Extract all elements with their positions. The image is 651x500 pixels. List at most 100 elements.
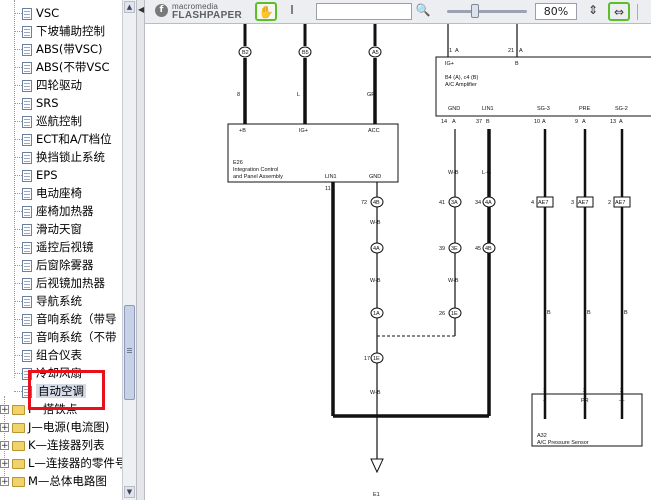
tree-item-cooling-fan[interactable]: 冷却风扇 xyxy=(14,364,82,382)
tree-item-cruise-control[interactable]: 巡航控制 xyxy=(14,112,82,130)
tree-item-vsc[interactable]: VSC xyxy=(14,4,59,22)
tree-item-label: 巡航控制 xyxy=(36,114,82,128)
wire-color-label: W-B xyxy=(370,278,381,284)
page-icon xyxy=(22,349,32,362)
tree-item-label: VSC xyxy=(36,6,60,20)
connector-label: AE7 xyxy=(578,200,588,206)
amp-out-name: SG-2 xyxy=(615,106,628,112)
scrollbar-thumb[interactable] xyxy=(124,305,135,400)
amp-pin-letter: A xyxy=(455,48,459,54)
tree-folder-power-source[interactable]: +J—电源(电流图) xyxy=(0,418,109,436)
splice-number: 39 xyxy=(439,246,445,252)
tree-item-rear-defogger[interactable]: 后窗除雾器 xyxy=(14,256,94,274)
tree-item-eps[interactable]: EPS xyxy=(14,166,58,184)
collapse-left-icon[interactable]: ◀ xyxy=(138,5,145,14)
tree-item-abs-without-vsc[interactable]: ABS(不带VSC xyxy=(14,58,110,76)
tree-item-srs[interactable]: SRS xyxy=(14,94,59,112)
tree-item-mirror-heater[interactable]: 后视镜加热器 xyxy=(14,274,105,292)
splice-circle xyxy=(448,242,462,254)
page-icon xyxy=(22,133,32,146)
a32-pin-name: — xyxy=(619,398,625,404)
splice-number: 17 xyxy=(364,356,370,362)
page-icon xyxy=(22,151,32,164)
tree-folder-part-numbers[interactable]: +L—连接器的零件号 xyxy=(0,454,122,472)
tree-folder-overall-wiring[interactable]: +M—总体电路图 xyxy=(0,472,107,490)
tree-item-audio-without-nav[interactable]: 音响系统（不带 xyxy=(14,328,117,346)
tree-item-4wd[interactable]: 四轮驱动 xyxy=(14,76,82,94)
tree-item-navigation[interactable]: 导航系统 xyxy=(14,292,82,310)
connector-label: AE7 xyxy=(615,200,625,206)
find-button[interactable]: 🔍 xyxy=(415,2,431,21)
find-input[interactable] xyxy=(316,3,412,20)
tree-item-label-selected: 自动空调 xyxy=(36,384,86,398)
tree-folder-connector-list[interactable]: +K—连接器列表 xyxy=(0,436,105,454)
a32-ref: A32 xyxy=(537,433,547,439)
tree-item-label: 滑动天窗 xyxy=(36,222,82,236)
e26-pin-name: LIN1 xyxy=(325,174,337,180)
e26-pin-number: 11 xyxy=(325,186,331,192)
scroll-up-arrow-icon[interactable]: ▲ xyxy=(124,1,135,13)
scroll-down-arrow-icon[interactable]: ▼ xyxy=(124,486,135,498)
zoom-slider-thumb[interactable] xyxy=(471,4,479,18)
connector-pin-number: 3 xyxy=(571,200,574,206)
zoom-level-field[interactable]: 80% xyxy=(535,3,577,20)
connector-pin-number: 2 xyxy=(608,200,611,206)
wire-color-label: W-B xyxy=(448,278,459,284)
tree-connector xyxy=(14,229,22,230)
tree-item-label: ABS(带VSC) xyxy=(36,42,103,56)
zoom-slider-track[interactable] xyxy=(447,10,527,13)
pan-hand-tool-button[interactable]: ✋ xyxy=(255,2,277,21)
expand-plus-icon[interactable]: + xyxy=(0,441,9,451)
amp-out-pin: A xyxy=(619,119,623,125)
tree-item-abs-with-vsc[interactable]: ABS(带VSC) xyxy=(14,40,103,58)
tree-item-label: 音响系统（带导 xyxy=(36,312,117,326)
logo-product: FLASHPAPER xyxy=(172,10,243,21)
tree-connector xyxy=(14,337,22,338)
a32-pin-name: PR xyxy=(581,398,589,404)
tree-item-ect[interactable]: ECT和A/T档位 xyxy=(14,130,112,148)
tree-item-label: 下坡辅助控制 xyxy=(36,24,105,38)
amp-pin-name: B xyxy=(515,61,519,67)
tree-folder-ground-points[interactable]: +I—搭铁点 xyxy=(0,400,77,418)
e26-pin-name: IG+ xyxy=(299,128,308,134)
e26-ref: E26 xyxy=(233,160,243,166)
tree-item-label: ECT和A/T档位 xyxy=(36,132,112,146)
tree-item-sunroof[interactable]: 滑动天窗 xyxy=(14,220,82,238)
amp-pin-number: 21 xyxy=(508,48,514,54)
splice-number: 34 xyxy=(475,200,481,206)
tree-item-power-seat[interactable]: 电动座椅 xyxy=(14,184,82,202)
fit-height-button[interactable]: ⇕ xyxy=(585,2,601,21)
expand-plus-icon[interactable]: + xyxy=(0,459,9,469)
splice-number: 72 xyxy=(361,200,367,206)
tree-item-remote-mirror[interactable]: 遥控后视镜 xyxy=(14,238,94,256)
tree-connector xyxy=(14,85,22,86)
pane-splitter[interactable]: ◀ xyxy=(136,0,145,500)
amp-out-pin: 37 xyxy=(476,119,482,125)
tree-vertical-scrollbar[interactable]: ▲ ▼ xyxy=(122,0,136,500)
amp-out-pin: 14 xyxy=(441,119,447,125)
pin-label: B5 xyxy=(302,50,309,56)
tree-item-shift-lock[interactable]: 换挡锁止系统 xyxy=(14,148,105,166)
expand-plus-icon[interactable]: + xyxy=(0,477,9,487)
tree-item-seat-heater[interactable]: 座椅加热器 xyxy=(14,202,94,220)
expand-plus-icon[interactable]: + xyxy=(0,405,9,415)
wire-color-label: W-B xyxy=(370,220,381,226)
amp-out-name: SG-3 xyxy=(537,106,550,112)
fit-width-button[interactable]: ⇔ xyxy=(608,2,630,21)
text-select-tool-button[interactable]: I xyxy=(285,2,299,21)
page-icon xyxy=(22,313,32,326)
grip-icon xyxy=(127,348,132,349)
tree-connector xyxy=(14,31,22,32)
pin-label: A5 xyxy=(372,50,379,56)
pin-circle xyxy=(238,46,252,58)
expand-plus-icon[interactable]: + xyxy=(0,423,9,433)
e26-pin-name: +B xyxy=(239,128,246,134)
tree-item-label: 冷却风扇 xyxy=(36,366,82,380)
tree-item-auto-ac[interactable]: 自动空调 xyxy=(14,382,86,400)
a32-pin-number: 1 xyxy=(543,388,546,394)
tree-item-hill-descent[interactable]: 下坡辅助控制 xyxy=(14,22,105,40)
tree-item-combination-meter[interactable]: 组合仪表 xyxy=(14,346,82,364)
tree-connector xyxy=(14,247,22,248)
tree-item-audio-with-nav[interactable]: 音响系统（带导 xyxy=(14,310,117,328)
tree-connector xyxy=(14,391,22,392)
